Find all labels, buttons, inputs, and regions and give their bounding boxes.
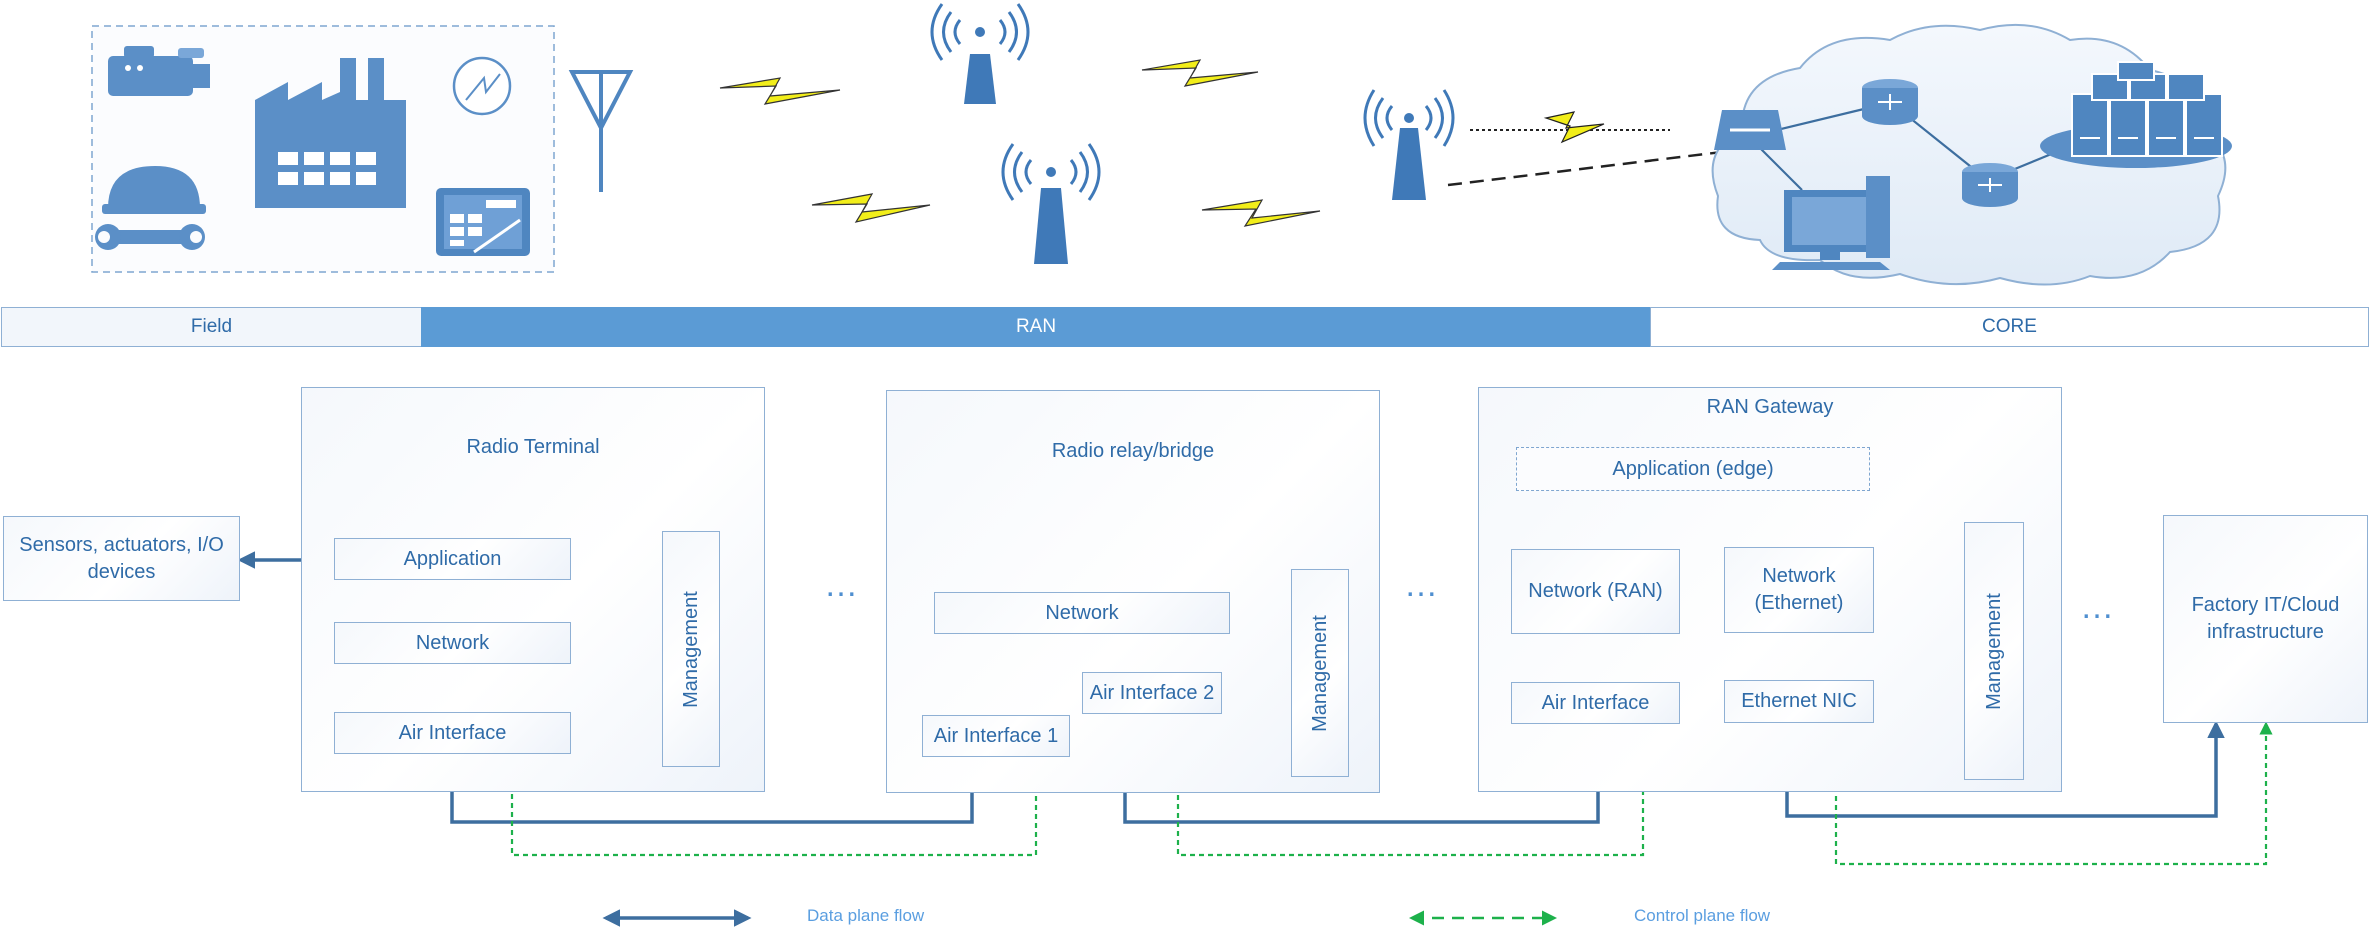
- band-core-label: CORE: [1982, 316, 2037, 337]
- relay-air-interface-2-block: Air Interface 2: [1082, 672, 1222, 714]
- terminal-network-label: Network: [415, 631, 490, 654]
- gateway-management-label: Management: [1982, 592, 2005, 710]
- relay-management-label: Management: [1308, 614, 1331, 732]
- gateway-ethernet-nic-label: Ethernet NIC: [1741, 690, 1857, 712]
- factory-icon: [255, 58, 406, 208]
- sensors-label: Sensors, actuators, I/O devices: [19, 533, 224, 583]
- gateway-network-ethernet-block: Network (Ethernet): [1724, 547, 1874, 633]
- relay-air-interface-1-block: Air Interface 1: [922, 715, 1070, 757]
- relay-air-interface-1-label: Air Interface 1: [933, 724, 1059, 747]
- gateway-ethernet-nic-block: Ethernet NIC: [1724, 680, 1874, 723]
- gateway-network-ran-label: Network (RAN): [1528, 580, 1663, 602]
- gateway-application-edge-label: Application (edge): [1612, 457, 1774, 480]
- gateway-air-interface-label: Air Interface: [1541, 691, 1650, 714]
- field-antenna-icon: [568, 70, 634, 192]
- terminal-network-block: Network: [334, 622, 571, 664]
- terminal-air-interface-block: Air Interface: [334, 712, 571, 754]
- relay-network-label: Network: [1045, 601, 1119, 624]
- radio-tower-icon: [1001, 143, 1101, 264]
- workstation-icon: [1772, 176, 1890, 270]
- terminal-management-label: Management: [679, 590, 702, 708]
- wired-backhaul-line: [1447, 150, 1723, 187]
- router-icon: [1862, 79, 1918, 125]
- factory-cloud-label: Factory IT/Cloud infrastructure: [2191, 594, 2340, 643]
- band-field: Field: [1, 307, 422, 347]
- gateway-network-ran-block: Network (RAN): [1511, 549, 1680, 634]
- gateway-network-ethernet-label: Network (Ethernet): [1754, 565, 1844, 614]
- ran-gateway-title: RAN Gateway: [1706, 396, 1834, 418]
- gateway-antenna-icon: [1363, 89, 1455, 200]
- control-panel-icon: [436, 188, 530, 256]
- band-ran: RAN: [421, 307, 1651, 347]
- band-core: CORE: [1650, 307, 2369, 347]
- maintenance-icon: [95, 166, 206, 250]
- gateway-application-edge-block: Application (edge): [1516, 447, 1870, 491]
- gateway-management-block: Management: [1964, 522, 2024, 780]
- gateway-air-interface-block: Air Interface: [1511, 682, 1680, 724]
- gauge-icon: [452, 56, 512, 116]
- terminal-application-block: Application: [334, 538, 571, 580]
- radio-relay-title: Radio relay/bridge: [1051, 440, 1215, 462]
- relay-air-interface-2-label: Air Interface 2: [1089, 681, 1215, 704]
- ellipsis: …: [1404, 566, 1442, 604]
- terminal-management-block: Management: [662, 531, 720, 767]
- terminal-air-interface-label: Air Interface: [398, 721, 507, 744]
- legend-control-plane-label: Control plane flow: [1634, 906, 1771, 925]
- relay-management-block: Management: [1291, 569, 1349, 777]
- relay-network-block: Network: [934, 592, 1230, 634]
- server-farm-icon: [2040, 61, 2232, 168]
- sensors-box: Sensors, actuators, I/O devices: [3, 516, 240, 601]
- ellipsis: …: [2080, 588, 2118, 626]
- legend-data-plane-label: Data plane flow: [807, 906, 925, 925]
- router-icon: [1714, 110, 1786, 150]
- camera-icon: [108, 46, 210, 96]
- band-field-label: Field: [190, 316, 233, 337]
- wireless-link-icon: [1543, 111, 1605, 144]
- terminal-application-label: Application: [403, 547, 502, 570]
- band-ran-label: RAN: [1015, 316, 1057, 337]
- radio-tower-icon: [930, 3, 1030, 104]
- wireless-link-icon: [719, 59, 1321, 227]
- factory-cloud-box: Factory IT/Cloud infrastructure: [2163, 515, 2368, 723]
- ellipsis: …: [824, 566, 862, 604]
- radio-terminal-title: Radio Terminal: [466, 436, 600, 458]
- router-icon: [1962, 163, 2018, 207]
